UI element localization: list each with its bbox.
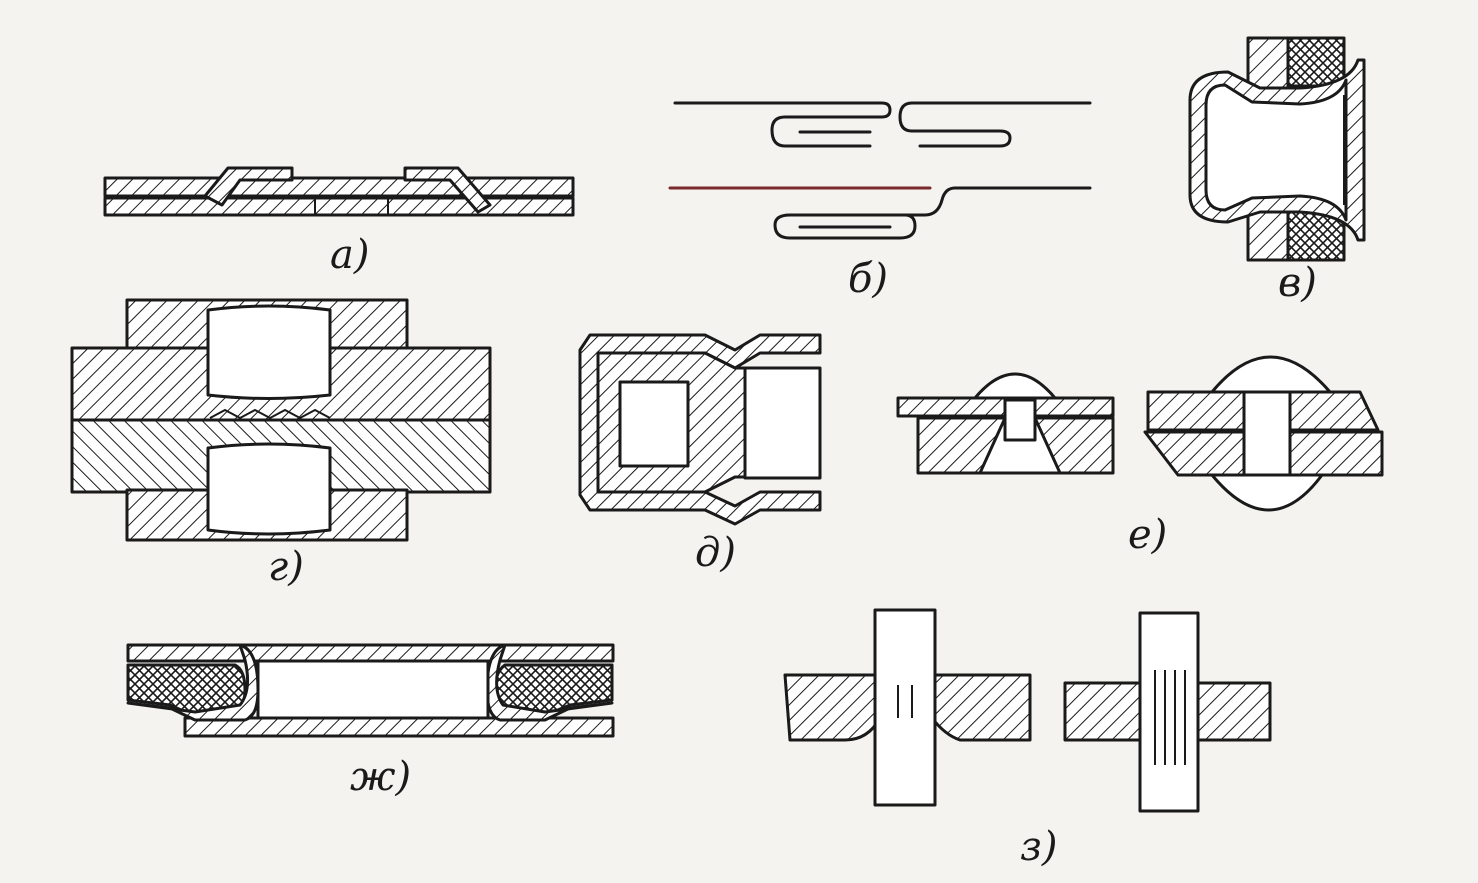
label-v: в) [1278, 260, 1317, 306]
figure-z-pins [783, 608, 1272, 813]
label-e: е) [1128, 512, 1167, 558]
label-z: з) [1020, 824, 1057, 870]
figure-e-rivets [896, 355, 1384, 512]
figure-d-hollow-rivet [578, 333, 822, 526]
label-g: г) [268, 544, 304, 590]
figure-g-thick-plates [70, 298, 492, 542]
label-a: а) [330, 232, 369, 278]
figure-v-flanged-eyelet [1188, 36, 1366, 262]
label-d: д) [695, 530, 736, 576]
figure-a-lap-joint [103, 166, 575, 217]
figure-zh-wrapped-edge [126, 643, 615, 738]
label-b: б) [848, 256, 888, 302]
label-zh: ж) [350, 754, 411, 800]
figure-b-folded-seams [668, 101, 1092, 240]
